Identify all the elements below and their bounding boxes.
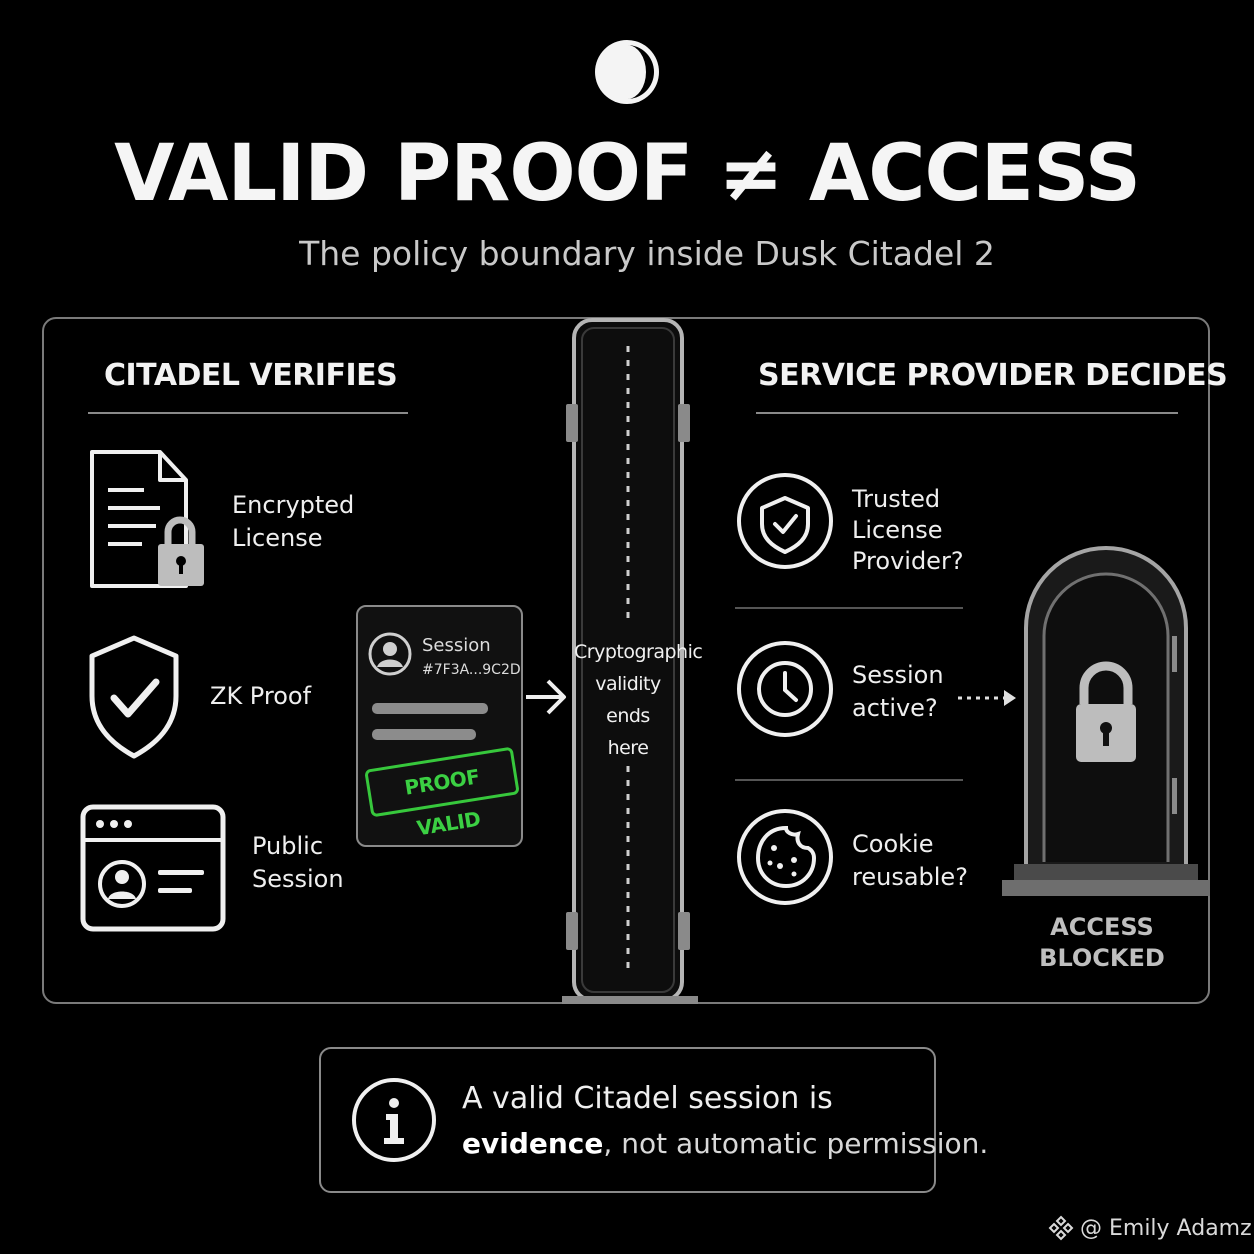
boundary-pillar bbox=[560, 316, 700, 1006]
placeholder-bar bbox=[372, 703, 488, 714]
public-session-label: Public Session bbox=[252, 832, 344, 893]
boundary-caption: Cryptographic validity ends here bbox=[574, 641, 703, 759]
credit: @ Emily Adamz bbox=[1048, 1213, 1252, 1243]
left-heading-divider bbox=[88, 412, 408, 414]
clock-icon bbox=[736, 640, 834, 738]
shield-check-icon bbox=[88, 634, 180, 760]
right-panel-heading: SERVICE PROVIDER DECIDES bbox=[758, 358, 1228, 393]
arrow-right-icon bbox=[524, 676, 568, 718]
encrypted-license-label: Encrypted License bbox=[232, 491, 355, 552]
cookie-reusable-label: Cookie reusable? bbox=[852, 830, 968, 891]
session-card-id: #7F3A...9C2D bbox=[422, 662, 521, 678]
access-blocked-label: ACCESS BLOCKED bbox=[1039, 913, 1165, 972]
cookie-icon bbox=[736, 808, 834, 906]
left-panel-heading: CITADEL VERIFIES bbox=[104, 358, 398, 393]
note-box bbox=[319, 1047, 936, 1193]
trusted-license-provider-label: Trusted License Provider? bbox=[852, 485, 964, 575]
binance-square-icon bbox=[1048, 1215, 1074, 1241]
browser-profile-icon bbox=[80, 804, 226, 932]
note-line-2: evidence, not automatic permission. bbox=[462, 1123, 988, 1165]
info-icon bbox=[350, 1076, 438, 1164]
placeholder-bar bbox=[372, 729, 476, 740]
locked-door bbox=[1000, 528, 1212, 900]
right-heading-divider bbox=[756, 412, 1178, 414]
page-subtitle: The policy boundary inside Dusk Citadel … bbox=[299, 234, 995, 273]
shield-check-icon bbox=[736, 472, 834, 570]
dotted-arrow-icon bbox=[956, 688, 1018, 708]
note-emphasis: evidence bbox=[462, 1127, 604, 1160]
document-lock-icon bbox=[88, 448, 210, 590]
zk-proof-label: ZK Proof bbox=[210, 682, 312, 710]
dusk-logo bbox=[593, 38, 661, 106]
session-active-label: Session active? bbox=[852, 661, 944, 722]
page-title: VALID PROOF ≠ ACCESS bbox=[114, 129, 1141, 219]
credit-text[interactable]: @ Emily Adamz bbox=[1080, 1215, 1252, 1241]
session-card bbox=[356, 605, 523, 847]
avatar-icon bbox=[368, 632, 412, 676]
note-line-1: A valid Citadel session is bbox=[462, 1081, 833, 1116]
session-card-title: Session bbox=[422, 635, 491, 656]
divider bbox=[735, 607, 963, 609]
note-line-2-rest: , not automatic permission. bbox=[603, 1127, 989, 1160]
divider bbox=[735, 779, 963, 781]
